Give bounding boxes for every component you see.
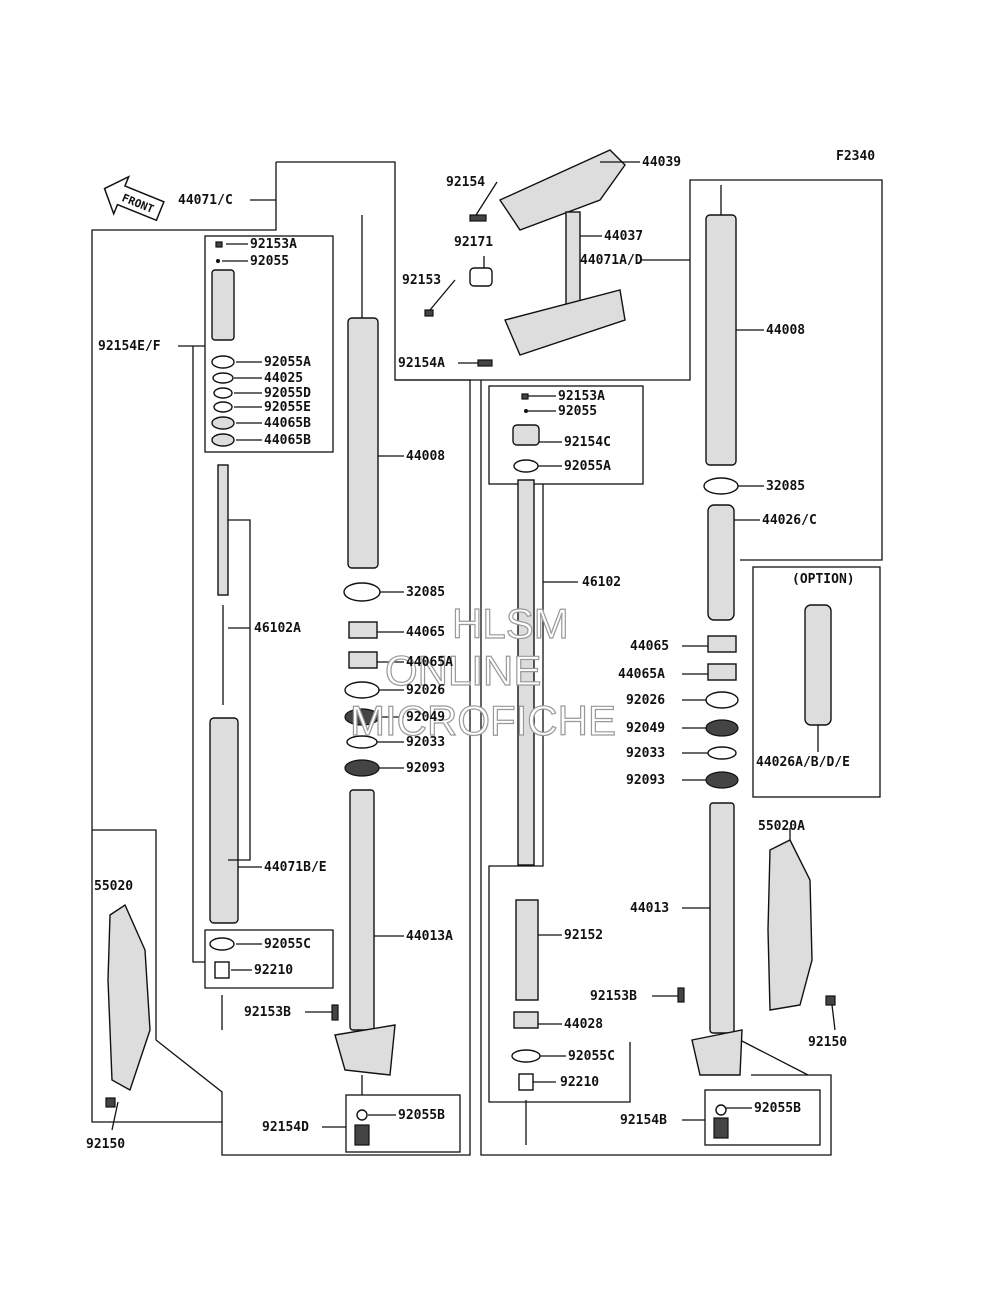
label-44071BE: 44071B/E: [264, 860, 327, 875]
label-44065B-1: 44065B: [264, 416, 311, 431]
label-92055B-right: 92055B: [754, 1101, 801, 1116]
label-44026ABDE: 44026A/B/D/E: [756, 755, 850, 770]
label-92154A: 92154A: [398, 356, 445, 371]
label-44037: 44037: [604, 229, 643, 244]
watermark-line-1: HLSM: [452, 600, 569, 647]
label-92150-right: 92150: [808, 1035, 847, 1050]
watermark-line-3: MICROFICHE: [350, 697, 616, 744]
label-44071C: 44071/C: [178, 193, 233, 208]
figure-code: F2340: [836, 149, 875, 164]
label-44065B-2: 44065B: [264, 433, 311, 448]
label-92033-right: 92033: [626, 746, 665, 761]
leader-lines: [111, 161, 836, 1131]
label-92093-left: 92093: [406, 761, 445, 776]
right-fork-parts: [511, 185, 836, 1145]
label-92055D: 92055D: [264, 386, 311, 401]
label-44013: 44013: [630, 901, 669, 916]
label-92055A-right: 92055A: [564, 459, 611, 474]
watermark-line-2: ONLINE: [385, 647, 541, 694]
label-92210-right: 92210: [560, 1075, 599, 1090]
watermark: HLSM ONLINE MICROFICHE: [349, 599, 616, 744]
label-44039: 44039: [642, 155, 681, 170]
label-55020: 55020: [94, 879, 133, 894]
label-92154D: 92154D: [262, 1120, 309, 1135]
label-44013A: 44013A: [406, 929, 453, 944]
label-92150-left: 92150: [86, 1137, 125, 1152]
label-44028: 44028: [564, 1017, 603, 1032]
group-frames: [91, 161, 883, 1156]
left-fork-parts: [105, 215, 396, 1146]
label-44065A-left: 44065A: [406, 655, 453, 670]
label-92154: 92154: [446, 175, 485, 190]
label-92055C-left: 92055C: [264, 937, 311, 952]
label-44071AD: 44071A/D: [580, 253, 643, 268]
label-92055-left: 92055: [250, 254, 289, 269]
label-92049-right: 92049: [626, 721, 665, 736]
label-44065-left: 44065: [406, 625, 445, 640]
label-44008-right: 44008: [766, 323, 805, 338]
label-92055A-left: 92055A: [264, 355, 311, 370]
label-92171: 92171: [454, 235, 493, 250]
label-92153: 92153: [402, 273, 441, 288]
label-92152: 92152: [564, 928, 603, 943]
label-92055C-right: 92055C: [568, 1049, 615, 1064]
label-32085-right: 32085: [766, 479, 805, 494]
label-92026-left: 92026: [406, 683, 445, 698]
label-92055-right: 92055: [558, 404, 597, 419]
label-92153A-right: 92153A: [558, 389, 605, 404]
triple-clamps: [424, 149, 626, 367]
option-label: (OPTION): [792, 572, 855, 587]
label-92153B-left: 92153B: [244, 1005, 291, 1020]
front-arrow-icon: FRONT: [103, 175, 165, 222]
label-92154C: 92154C: [564, 435, 611, 450]
label-92210-left: 92210: [254, 963, 293, 978]
label-92055E: 92055E: [264, 400, 311, 415]
label-44065-right: 44065: [630, 639, 669, 654]
label-92055B-left: 92055B: [398, 1108, 445, 1123]
label-92153B-right: 92153B: [590, 989, 637, 1004]
label-46102: 46102: [582, 575, 621, 590]
label-92154B: 92154B: [620, 1113, 667, 1128]
label-92093-right: 92093: [626, 773, 665, 788]
label-44065A-right: 44065A: [618, 667, 665, 682]
label-44026C: 44026/C: [762, 513, 817, 528]
label-55020A: 55020A: [758, 819, 805, 834]
label-46102A: 46102A: [254, 621, 301, 636]
label-44008-left: 44008: [406, 449, 445, 464]
label-92049-left: 92049: [406, 710, 445, 725]
label-92154EF: 92154E/F: [98, 339, 161, 354]
label-32085-left: 32085: [406, 585, 445, 600]
label-92033-left: 92033: [406, 735, 445, 750]
part-labels: F2340 (OPTION) 44071/C 92153A 92055 9215…: [86, 149, 875, 1152]
label-44025: 44025: [264, 371, 303, 386]
label-92153A-left: 92153A: [250, 237, 297, 252]
label-92026-right: 92026: [626, 693, 665, 708]
